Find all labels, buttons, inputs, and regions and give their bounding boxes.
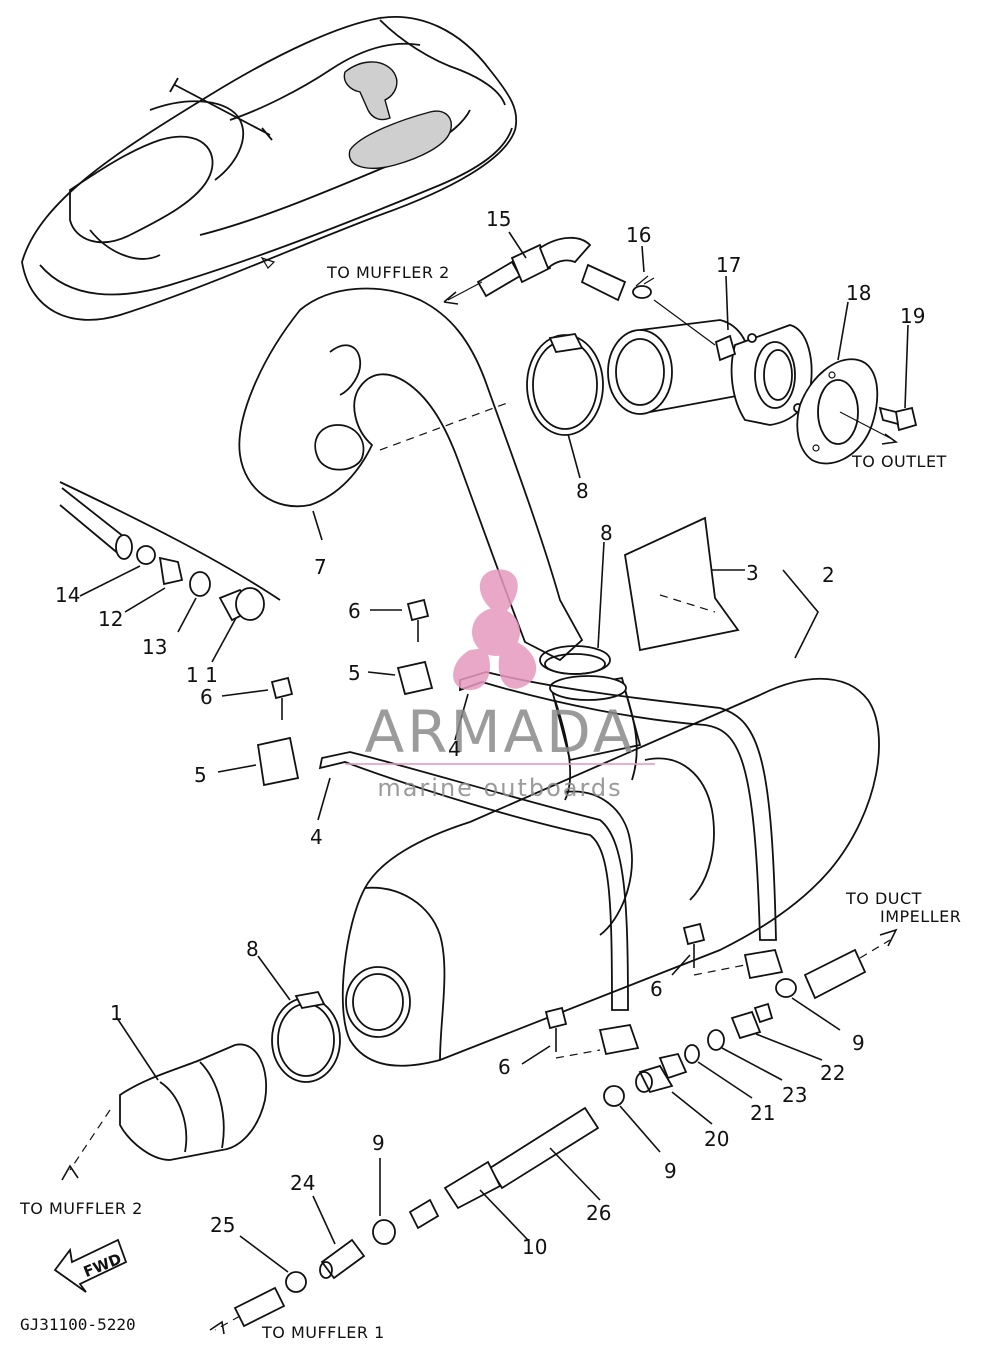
- part-number: 15: [486, 207, 511, 231]
- note-to-muffler2-bottom: TO MUFFLER 2: [19, 1199, 143, 1218]
- note-impeller: IMPELLER: [880, 907, 961, 926]
- clamp-16: [632, 245, 655, 299]
- note-to-muffler2-top: TO MUFFLER 2: [326, 263, 450, 282]
- mount-bracket: [59, 481, 281, 663]
- part-number: 24: [290, 1171, 315, 1195]
- diagram-code: GJ31100-5220: [20, 1315, 136, 1334]
- note-to-outlet: TO OUTLET: [851, 452, 947, 471]
- bolt-19: [839, 324, 918, 445]
- arrow-to-muffler2-top: [443, 281, 483, 305]
- part-number: 20: [704, 1127, 729, 1151]
- pipe-1: [61, 1017, 267, 1181]
- clamp-9-c: [372, 1158, 396, 1245]
- gasket-sheet-3: [624, 516, 819, 659]
- hose-to-duct: [803, 928, 898, 1000]
- part-number: 17: [716, 253, 741, 277]
- hose-to-muffler1: [209, 1286, 286, 1335]
- bolt-6-d: [521, 1006, 601, 1065]
- part-number: 23: [782, 1083, 807, 1107]
- part-number: 16: [626, 223, 651, 247]
- clamp-8-lower: [257, 955, 341, 1083]
- fitting-20: [635, 1052, 713, 1125]
- watercraft-illustration: [21, 16, 518, 321]
- part-number: 2: [822, 563, 835, 587]
- bolt-6-b: [221, 676, 294, 720]
- fwd-arrow: [53, 1238, 128, 1293]
- part-number: 22: [820, 1061, 845, 1085]
- bolt-6-c: [671, 922, 746, 976]
- part-number: 6: [200, 685, 213, 709]
- washer-23: [707, 1029, 783, 1081]
- part-number: 25: [210, 1213, 235, 1237]
- part-number: 6: [650, 977, 663, 1001]
- part-number: 13: [142, 635, 167, 659]
- exhaust-pipe-7: [238, 287, 584, 662]
- clip-5-b: [217, 736, 300, 787]
- part-number: 1: [110, 1001, 123, 1025]
- joint-10: [443, 1160, 529, 1241]
- part-number: 9: [664, 1159, 677, 1183]
- fitting-24: [312, 1195, 366, 1280]
- clip-5-a: [367, 660, 434, 696]
- part-number: 6: [348, 599, 361, 623]
- watermark-brand: ARMADA: [364, 698, 635, 766]
- part-number: 9: [852, 1031, 865, 1055]
- part-number: 8: [600, 521, 613, 545]
- hose-stub: [408, 1198, 440, 1230]
- clamp-9-b: [603, 1085, 661, 1153]
- part-number: 26: [586, 1201, 611, 1225]
- part-number: 5: [194, 763, 207, 787]
- part-number: 1 1: [186, 663, 218, 687]
- part-number: 7: [314, 555, 327, 579]
- part-number: 3: [746, 561, 759, 585]
- clamp-8-middle: [539, 541, 611, 675]
- part-number: 21: [750, 1101, 775, 1125]
- part-number: 8: [246, 937, 259, 961]
- watermark-tagline: marine outboards: [377, 774, 622, 802]
- part-number: 12: [98, 607, 123, 631]
- clamp-9-a: [775, 978, 841, 1031]
- washer-21: [684, 1044, 753, 1099]
- bolt-6-a: [370, 598, 430, 642]
- part-number: 6: [498, 1055, 511, 1079]
- elbow-joint-17: [607, 275, 813, 426]
- clamp-8-top: [526, 333, 604, 479]
- part-number: 4: [310, 825, 323, 849]
- strap-4: [317, 671, 784, 1056]
- part-number: 8: [576, 479, 589, 503]
- part-number: 5: [348, 661, 361, 685]
- muffler-body-2: [341, 675, 880, 1067]
- part-number: 9: [372, 1131, 385, 1155]
- nut-22: [730, 1002, 823, 1061]
- part-number: 18: [846, 281, 871, 305]
- note-to-muffler1: TO MUFFLER 1: [261, 1323, 385, 1342]
- part-number: 4: [448, 737, 461, 761]
- hose-15: [476, 231, 627, 302]
- note-to-duct: TO DUCT: [845, 889, 922, 908]
- clamp-25: [239, 1235, 307, 1293]
- part-number: 14: [55, 583, 80, 607]
- part-number: 10: [522, 1235, 547, 1259]
- hose-26: [488, 1106, 601, 1201]
- watermark-logo: [453, 569, 537, 690]
- part-number: 19: [900, 304, 925, 328]
- gasket-18: [796, 301, 879, 465]
